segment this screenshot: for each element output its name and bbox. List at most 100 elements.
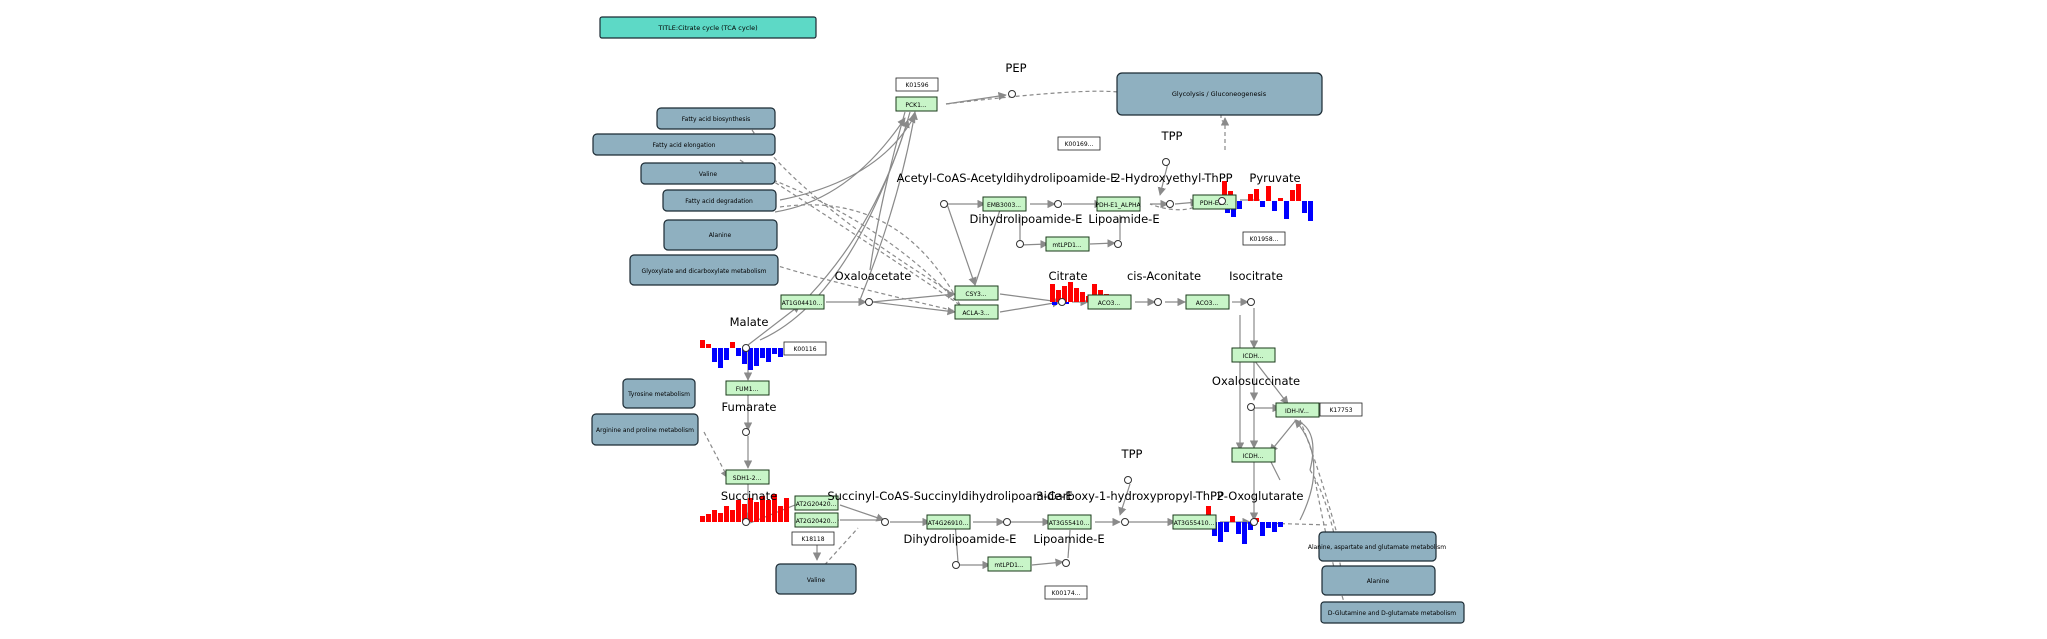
title-text: TITLE:Citrate cycle (TCA cycle) [657, 24, 757, 32]
gene-pck[interactable]: PCK1... [895, 96, 938, 112]
gene-mtlpd-bottom[interactable]: mtLPD1... [987, 556, 1032, 572]
svg-text:AT3G55410...: AT3G55410... [1174, 520, 1215, 527]
svg-text:Glyoxylate and dicarboxylate m: Glyoxylate and dicarboxylate metabolism [642, 268, 767, 275]
cis-aconitate-node[interactable] [1154, 298, 1162, 306]
svg-text:K01596: K01596 [905, 82, 928, 89]
label-oxoglutarate: 2-Oxoglutarate [1216, 489, 1303, 503]
svg-text:Alanine, aspartate and glutama: Alanine, aspartate and glutamate metabol… [1308, 544, 1446, 551]
svg-text:ACLA-3...: ACLA-3... [962, 310, 989, 317]
pathway-fatty-acid-biosynthesis[interactable]: Fatty acid biosynthesis [656, 107, 776, 130]
svg-text:ACO3...: ACO3... [1196, 300, 1219, 307]
svg-text:K00116: K00116 [793, 346, 816, 353]
ortholog-k18118[interactable]: K18118 [791, 531, 835, 546]
svg-text:EMB3003...: EMB3003... [987, 202, 1021, 209]
dihydrolipoamide-top-node[interactable] [1016, 240, 1024, 248]
ortholog-k00169[interactable]: K00169... [1057, 136, 1101, 151]
pathway-fatty-acid-elongation[interactable]: Fatty acid elongation [592, 133, 776, 156]
svg-text:CSY3...: CSY3... [965, 291, 986, 298]
oxoglutarate-node[interactable] [1250, 518, 1258, 526]
gene-fum1[interactable]: FUM1... [725, 380, 770, 396]
gene-at2g20420-a[interactable]: AT2G20420... [794, 495, 839, 511]
tpp-bottom-node[interactable] [1124, 476, 1132, 484]
gene-mtlpd-top[interactable]: mtLPD1... [1045, 236, 1090, 252]
gene-sdh1[interactable]: SDH1-2... [725, 469, 770, 485]
gene-idh-iv[interactable]: IDH-IV... [1275, 402, 1320, 418]
gene-icdh-b[interactable]: ICDH... [1231, 447, 1276, 463]
gene-acla3[interactable]: ACLA-3... [954, 304, 999, 320]
ortholog-k17753[interactable]: K17753 [1319, 402, 1363, 417]
svg-text:ICDH...: ICDH... [1243, 353, 1264, 360]
lipoamide-bottom-node[interactable] [1062, 559, 1070, 567]
succinate-node[interactable] [742, 518, 750, 526]
carboxy-tpp-node[interactable] [1121, 518, 1129, 526]
svg-text:ACO3...: ACO3... [1098, 300, 1121, 307]
oxaloacetate-node[interactable] [865, 298, 873, 306]
gene-pdh-e1-alpha[interactable]: PDH-E1_ALPHA [1095, 196, 1141, 212]
acetyl-coa-node[interactable] [940, 200, 948, 208]
pathway-alanine-top[interactable]: Alanine [663, 219, 778, 251]
svg-text:PCK1...: PCK1... [905, 102, 926, 109]
isocitrate-node[interactable] [1247, 298, 1255, 306]
ortholog-k01596[interactable]: K01596 [895, 77, 939, 92]
label-oxalosuccinate: Oxalosuccinate [1212, 374, 1300, 388]
svg-text:Tyrosine metabolism: Tyrosine metabolism [627, 391, 690, 398]
svg-text:Alanine: Alanine [709, 232, 732, 239]
s-succinyl-node[interactable] [1003, 518, 1011, 526]
gene-at4g26910[interactable]: AT4G26910... [926, 514, 971, 530]
s-acetyl-node[interactable] [1054, 200, 1062, 208]
pathway-glycolysis[interactable]: Glycolysis / Gluconeogenesis [1116, 72, 1323, 116]
pathway-alanine-bottom[interactable]: Alanine [1321, 565, 1436, 596]
reaction-edges [659, 90, 1346, 606]
title-node[interactable]: TITLE:Citrate cycle (TCA cycle) [599, 16, 817, 39]
label-lipoamide-bottom: Lipoamide-E [1033, 532, 1104, 546]
gene-at2g20420-b[interactable]: AT2G20420... [794, 512, 839, 528]
svg-text:Alanine: Alanine [1367, 578, 1390, 585]
gene-csy3[interactable]: CSY3... [954, 285, 999, 301]
svg-text:AT2G20420...: AT2G20420... [796, 518, 837, 525]
ortholog-k00174[interactable]: K00174... [1044, 585, 1088, 600]
hydroxyethyl-node[interactable] [1166, 200, 1174, 208]
pyruvate-node[interactable] [1218, 197, 1226, 205]
pathway-valine-top[interactable]: Valine [640, 162, 776, 185]
citrate-node[interactable] [1058, 298, 1066, 306]
gene-icdh-a[interactable]: ICDH... [1231, 347, 1276, 363]
label-oxaloacetate: Oxaloacetate [835, 269, 912, 283]
svg-text:K01958...: K01958... [1250, 236, 1279, 243]
oxalosuccinate-node[interactable] [1247, 403, 1255, 411]
malate-node[interactable] [742, 344, 750, 352]
pathway-glyoxylate[interactable]: Glyoxylate and dicarboxylate metabolism [629, 254, 779, 286]
pathway-arginine-proline[interactable]: Arginine and proline metabolism [591, 413, 699, 446]
pep-node[interactable] [1008, 90, 1016, 98]
gene-aco3-a[interactable]: ACO3... [1087, 294, 1132, 310]
svg-text:mtLPD1...: mtLPD1... [994, 562, 1023, 569]
gene-at3g55410-b[interactable]: AT3G55410... [1172, 514, 1217, 530]
fumarate-node[interactable] [742, 428, 750, 436]
svg-text:PDH-E1_ALPHA: PDH-E1_ALPHA [1095, 202, 1141, 209]
pathway-alanine-aspartate-glutamate[interactable]: Alanine, aspartate and glutamate metabol… [1308, 531, 1446, 562]
svg-text:Valine: Valine [699, 171, 717, 178]
gene-pdh-e1[interactable]: PDH-E1... [1192, 194, 1237, 210]
expression-bar-charts [700, 181, 1313, 544]
tpp-top-node[interactable] [1162, 158, 1170, 166]
svg-text:K00174...: K00174... [1052, 590, 1081, 597]
dihydrolipoamide-bottom-node[interactable] [952, 561, 960, 569]
ortholog-k01958[interactable]: K01958... [1242, 231, 1286, 246]
svg-text:Fatty acid elongation: Fatty acid elongation [653, 142, 716, 149]
svg-text:K17753: K17753 [1329, 407, 1352, 414]
label-pyruvate: Pyruvate [1249, 171, 1300, 185]
gene-at1g04410[interactable]: AT1G04410... [780, 294, 825, 310]
succinyl-coa-node[interactable] [881, 518, 889, 526]
lipoamide-top-node[interactable] [1114, 240, 1122, 248]
ortholog-k00116[interactable]: K00116 [783, 341, 827, 356]
pathway-fatty-acid-degradation[interactable]: Fatty acid degradation [662, 189, 777, 212]
pathway-tyrosine[interactable]: Tyrosine metabolism [622, 378, 696, 409]
malate-expression-bars [700, 340, 789, 370]
pathway-valine-bottom[interactable]: Valine [775, 563, 857, 595]
svg-text:AT3G55410...: AT3G55410... [1049, 520, 1090, 527]
gene-aco3-b[interactable]: ACO3... [1185, 294, 1230, 310]
gene-at3g55410-a[interactable]: AT3G55410... [1047, 514, 1092, 530]
pathway-glutamine-glutamate[interactable]: D-Glutamine and D-glutamate metabolism [1320, 601, 1465, 624]
svg-text:AT4G26910...: AT4G26910... [928, 520, 969, 527]
gene-emb3003[interactable]: EMB3003... [982, 196, 1027, 212]
